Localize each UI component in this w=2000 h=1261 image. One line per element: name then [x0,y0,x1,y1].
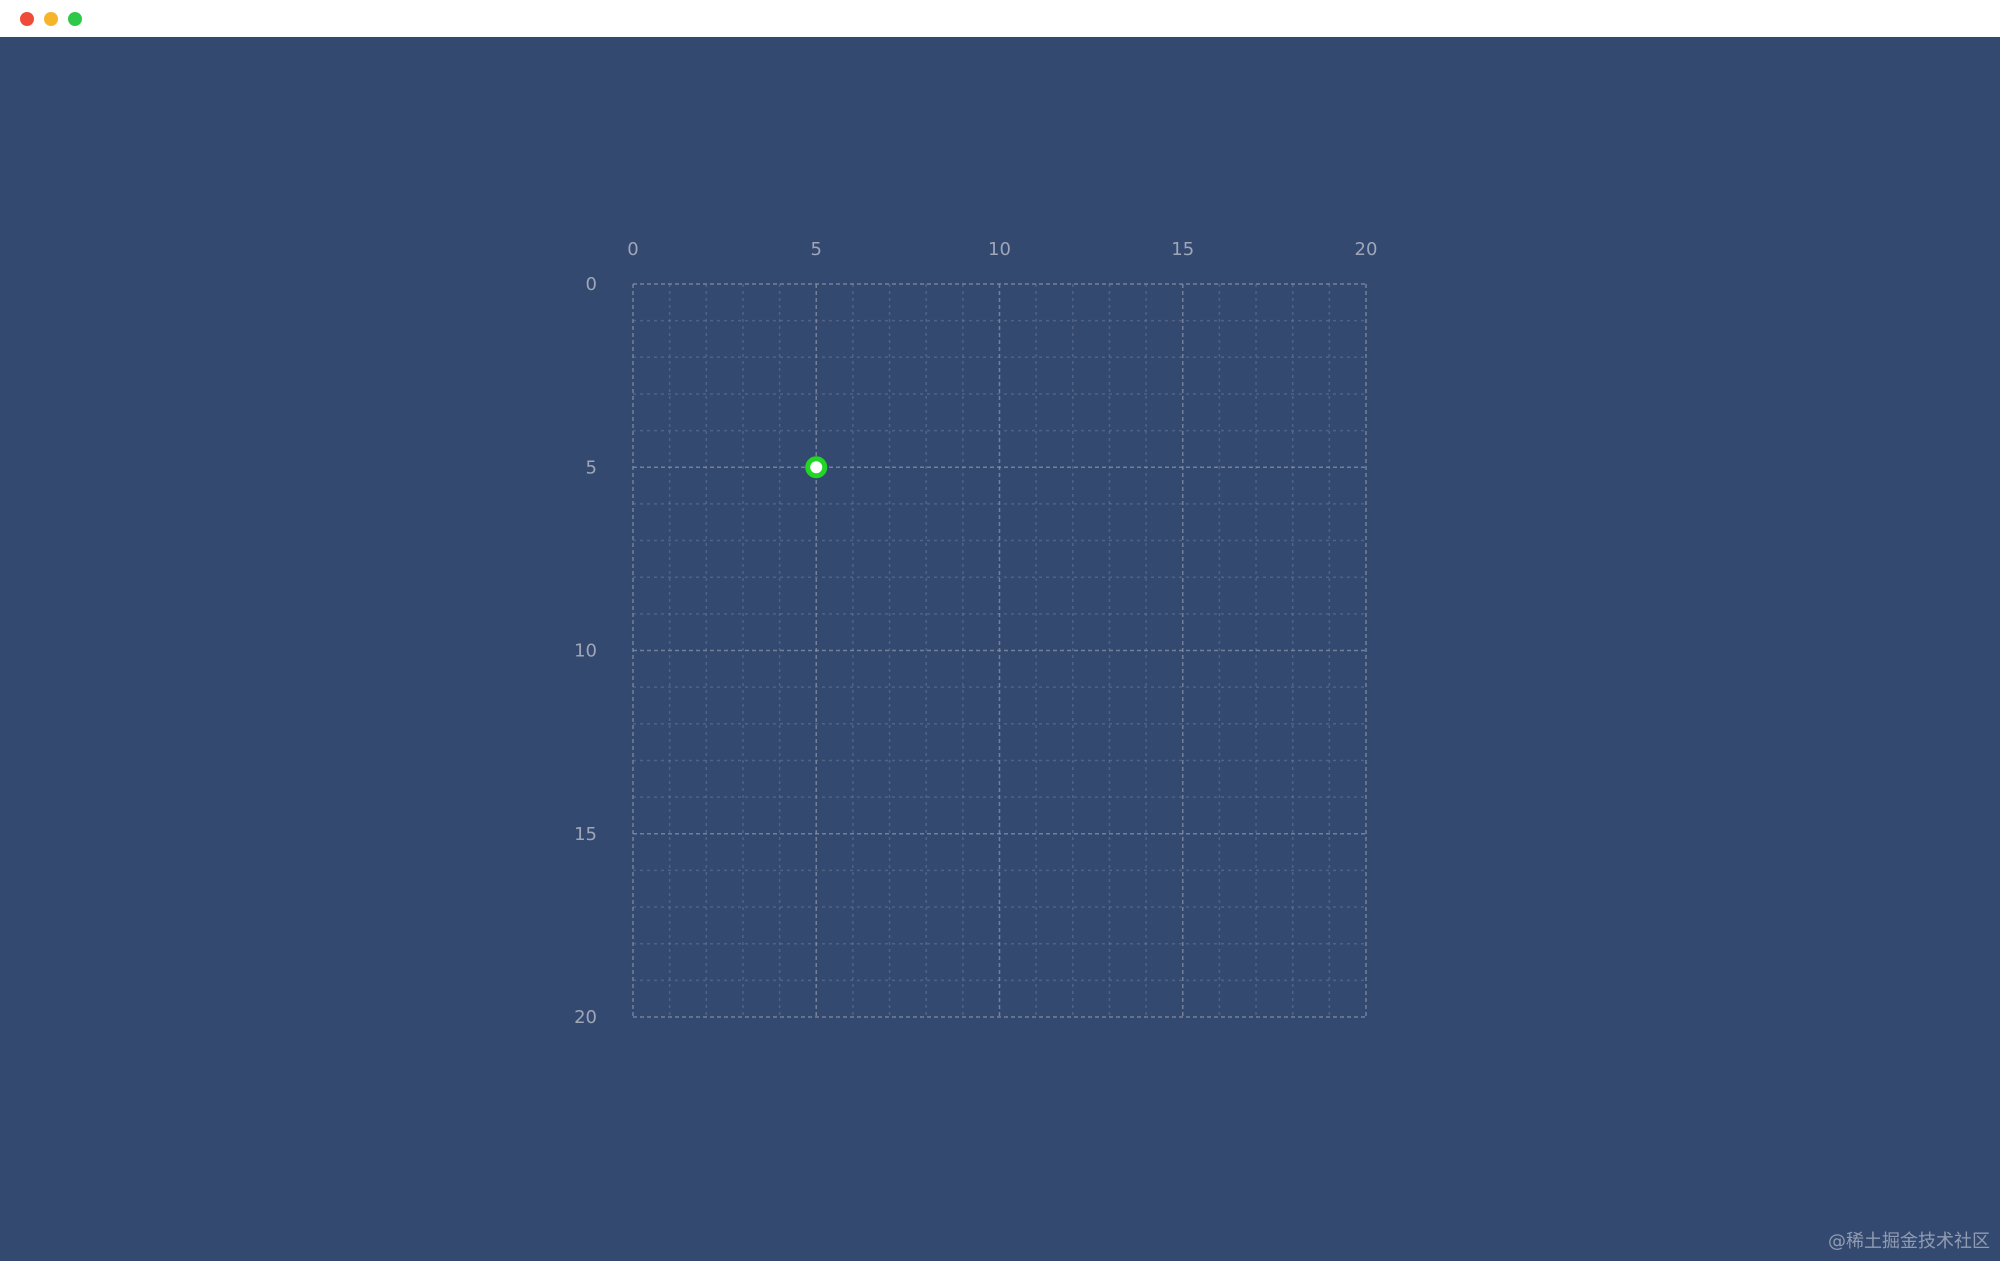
y-axis-tick-labels: 0 5 10 15 20 [574,274,597,1028]
y-tick-label: 15 [574,824,597,845]
minimize-window-button[interactable] [44,12,58,26]
close-window-button[interactable] [20,12,34,26]
x-tick-label: 10 [988,239,1011,260]
draggable-point-marker[interactable] [805,456,828,479]
x-tick-label: 0 [627,239,638,260]
marker-layer [805,456,828,479]
major-grid-lines [632,283,1367,1018]
x-tick-label: 20 [1355,239,1378,260]
title-bar [0,0,2000,37]
x-axis-tick-labels: 0 5 10 15 20 [627,239,1377,260]
maximize-window-button[interactable] [68,12,82,26]
y-tick-label: 10 [574,641,597,662]
x-tick-label: 15 [1171,239,1194,260]
x-tick-label: 5 [811,239,822,260]
y-tick-label: 20 [574,1007,597,1028]
coordinate-grid: 0 5 10 15 20 0 5 10 15 20 [574,239,1377,1028]
watermark-text: @稀土掘金技术社区 [1828,1231,1990,1252]
canvas-stage: 0 5 10 15 20 0 5 10 15 20 @稀土掘金技术社区 [0,37,2000,1261]
y-tick-label: 5 [586,457,597,478]
y-tick-label: 0 [586,274,597,295]
